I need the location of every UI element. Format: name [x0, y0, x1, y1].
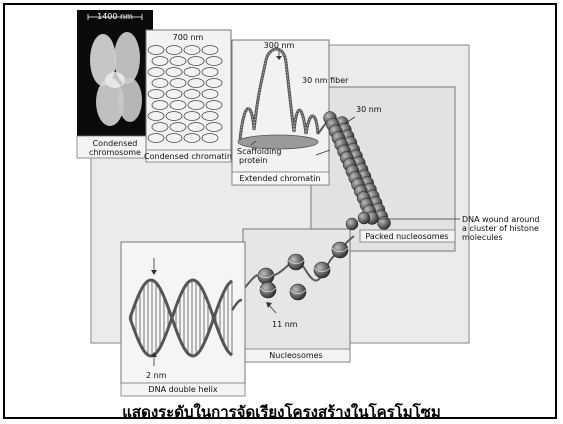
condensed-chromosome-scale: 1400 nm	[97, 12, 133, 21]
extended-chromatin-caption: Extended chromatin	[239, 174, 320, 183]
condensed-chromosome-caption-line2: chromosome	[89, 148, 141, 157]
condensed-chromatin-caption: Condensed chromatin	[144, 152, 232, 161]
nucleosomes-caption: Nucleosomes	[269, 351, 322, 360]
packed-nucleosome	[358, 212, 370, 224]
fiber-label: 30 nm fiber	[302, 76, 349, 85]
condensed-chromatin-panel	[146, 30, 231, 162]
packed-nucleosome	[346, 218, 358, 230]
chromosome-image	[90, 32, 142, 126]
figure-caption: แสดงระดับในการจัดเรียงโครงสร้างในโครโมโซ…	[0, 400, 563, 424]
scaffolding-label-line1: Scaffolding	[237, 147, 281, 156]
condensed-chromatin-scale: 700 nm	[173, 33, 204, 42]
packed-nucleosomes-caption: Packed nucleosomes	[365, 232, 448, 241]
annotation-line2: a cluster of histone	[462, 224, 539, 233]
nucleosomes-scale: 11 nm	[272, 320, 298, 329]
extended-chromatin-scale: 300 nm	[264, 41, 295, 50]
packed-nucleosome	[378, 217, 391, 230]
dna-double-helix-panel	[121, 242, 245, 396]
packed-nucleosomes-scale: 30 nm	[356, 105, 382, 114]
dna-helix-scale: 2 nm	[146, 371, 167, 380]
annotation-line1: DNA wound around	[462, 215, 540, 224]
scaffolding-label-line2: protein	[239, 156, 267, 165]
annotation-line3: molecules	[462, 233, 503, 242]
dna-helix-caption: DNA double helix	[148, 385, 217, 394]
condensed-chromosome-panel	[77, 10, 153, 158]
condensed-chromosome-caption-line1: Condensed	[93, 139, 138, 148]
